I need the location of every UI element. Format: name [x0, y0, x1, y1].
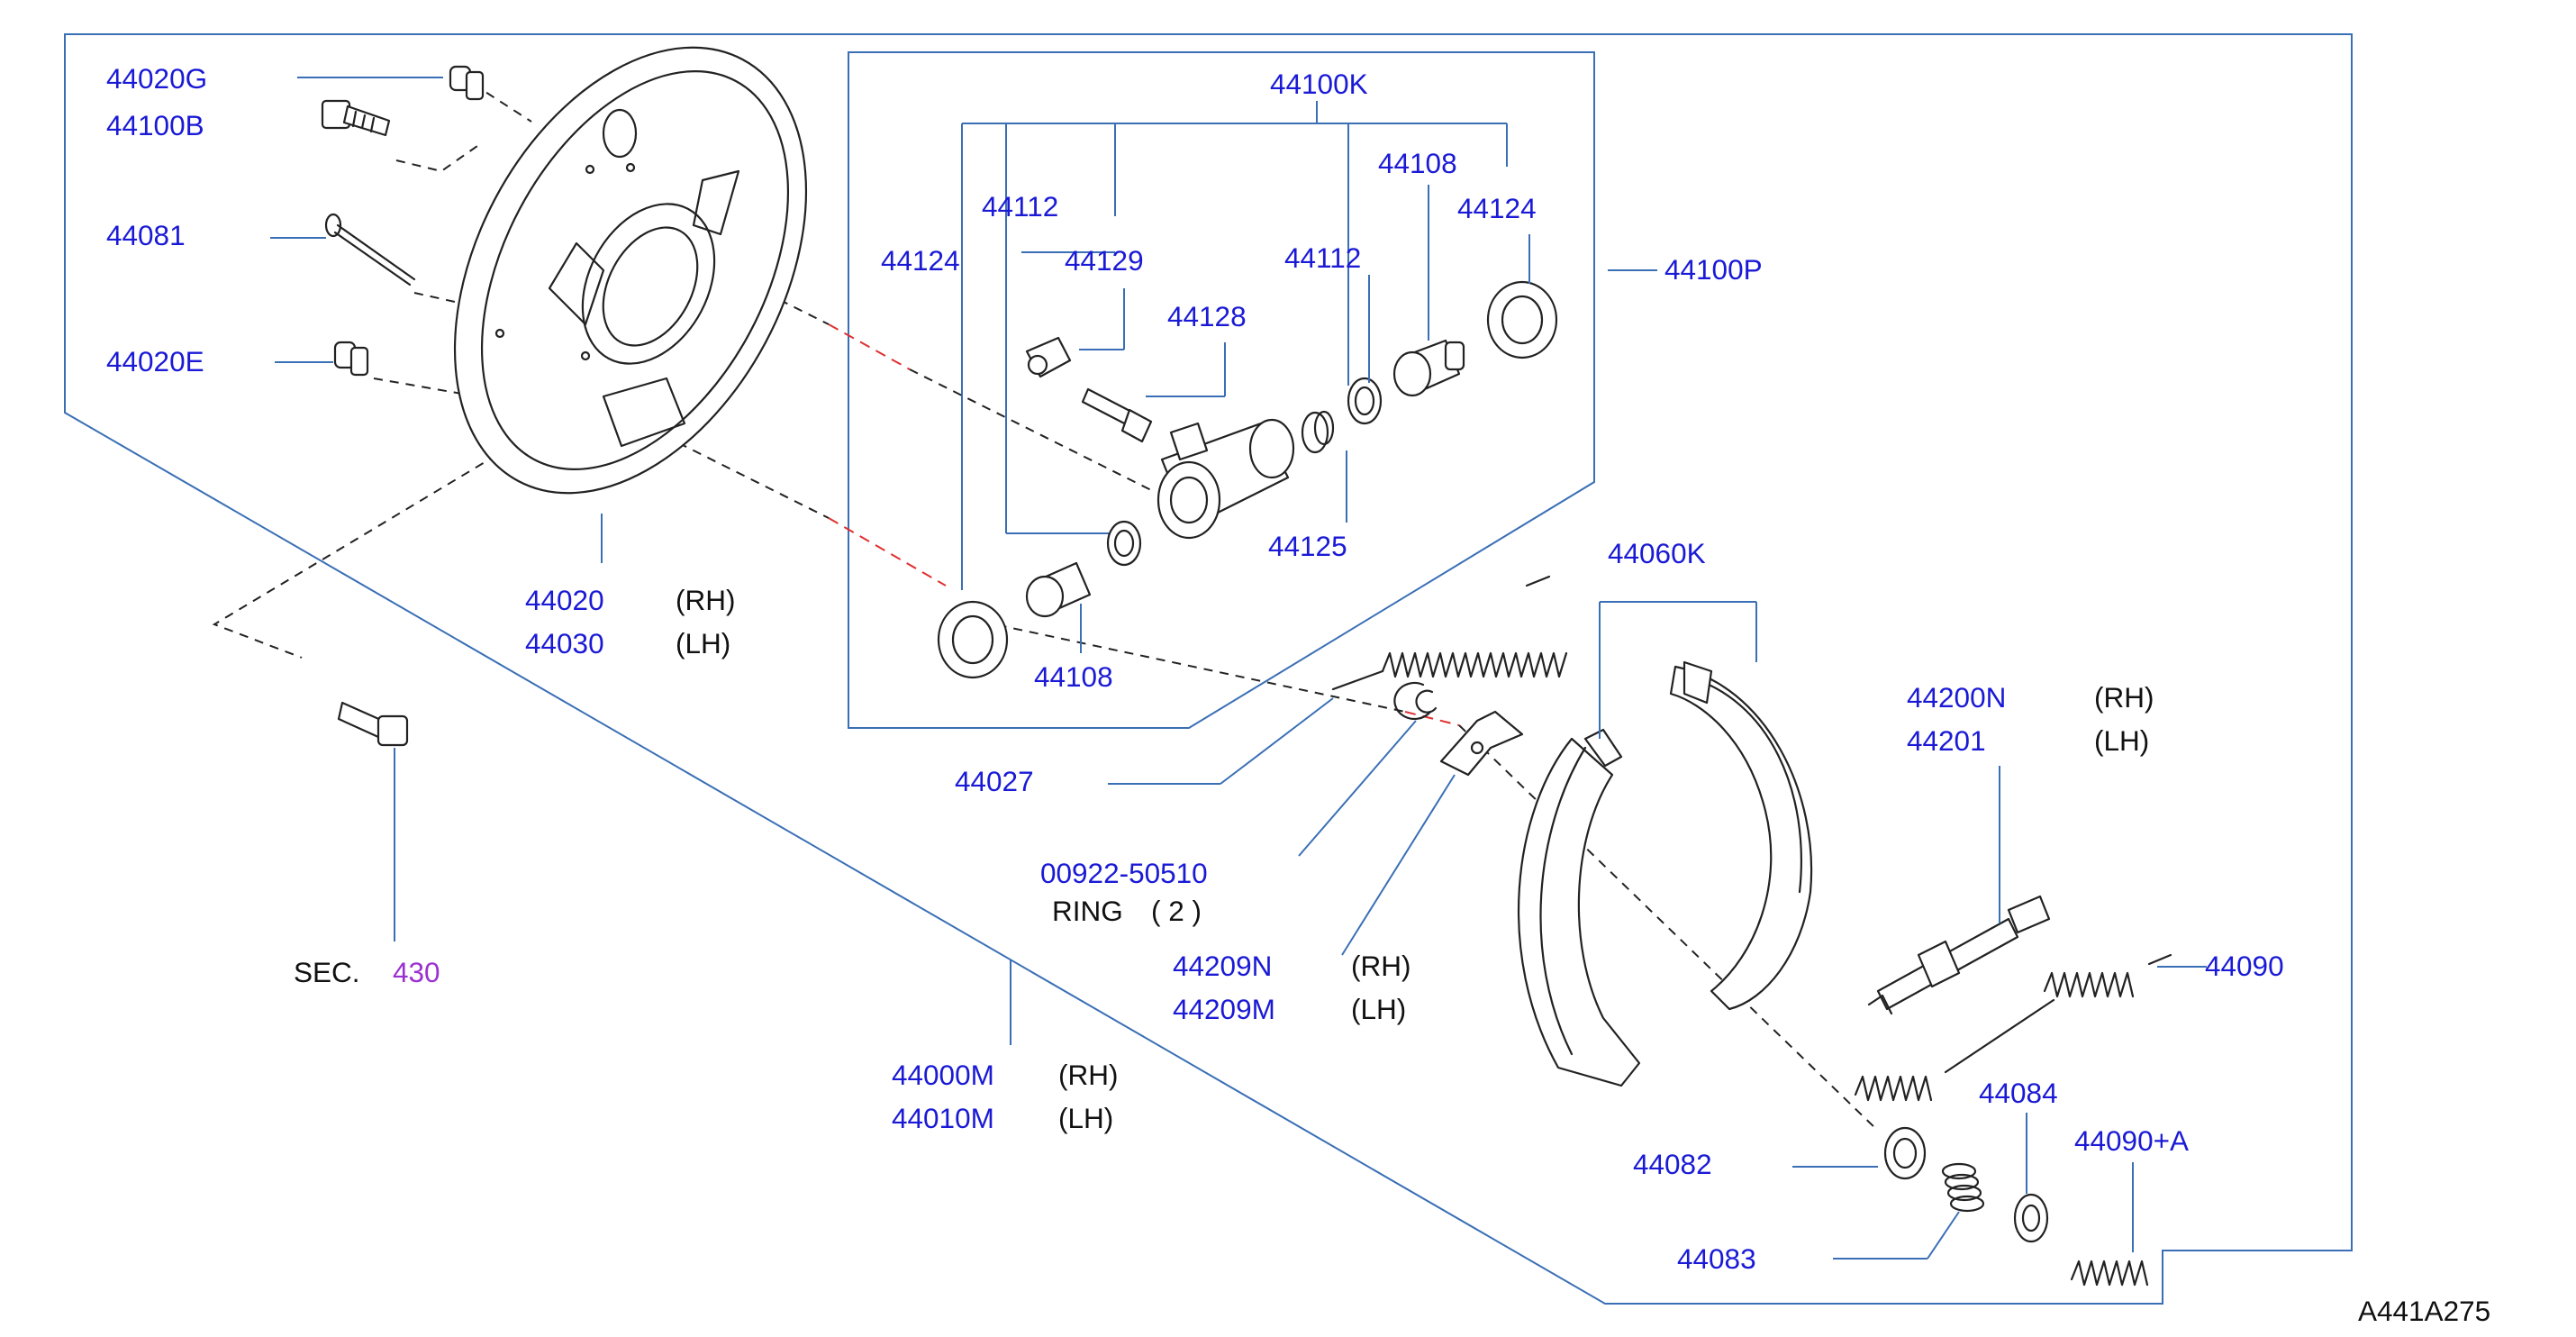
label-44124-right[interactable]: 44124 — [1457, 192, 1537, 224]
label-44100p[interactable]: 44100P — [1664, 253, 1763, 286]
label-44125[interactable]: 44125 — [1268, 530, 1347, 562]
label-44100b[interactable]: 44100B — [106, 109, 204, 141]
wheel-cylinder-drawing — [937, 280, 1558, 679]
backing-plate-drawing — [453, 46, 808, 495]
spring-44090a-drawing — [2070, 1260, 2149, 1287]
qualifier-rh: (RH) — [1351, 950, 1410, 982]
cap-44082-drawing — [1883, 1126, 1927, 1180]
wheel-cylinder-kit-box — [848, 51, 1595, 729]
link-sec-430[interactable]: 430 — [393, 956, 440, 988]
qualifier-lh: (LH) — [1351, 993, 1406, 1025]
kit-44100k-bracket — [961, 101, 1508, 590]
label-44128[interactable]: 44128 — [1167, 300, 1247, 332]
label-44000m[interactable]: 44000M — [892, 1059, 994, 1091]
label-44129[interactable]: 44129 — [1065, 244, 1144, 277]
label-44082[interactable]: 44082 — [1633, 1148, 1712, 1180]
assembly-boundary — [64, 33, 2353, 1305]
bolt-44100b-drawing — [321, 99, 391, 137]
qualifier-lh: (LH) — [676, 627, 730, 659]
qualifier-rh: (RH) — [2094, 681, 2154, 714]
adjuster-lever-44209-drawing — [1439, 710, 1524, 777]
label-44083[interactable]: 44083 — [1677, 1242, 1756, 1275]
label-44090[interactable]: 44090 — [2205, 950, 2284, 982]
qualifier-ring: RING — [1052, 895, 1123, 927]
qualifier-rh: (RH) — [1058, 1059, 1118, 1091]
label-44081[interactable]: 44081 — [106, 219, 186, 251]
qualifier-lh: (LH) — [1058, 1102, 1113, 1134]
label-44060k[interactable]: 44060K — [1608, 537, 1706, 569]
adjuster-44200n-drawing — [1867, 895, 2051, 1015]
brake-shoes-drawing — [1517, 660, 1813, 1087]
qualifier-rh: (RH) — [676, 584, 735, 616]
label-44124-left[interactable]: 44124 — [881, 244, 960, 277]
label-44112-left[interactable]: 44112 — [982, 190, 1058, 223]
cup-44084-drawing — [2013, 1193, 2049, 1243]
label-44030[interactable]: 44030 — [525, 627, 604, 659]
label-44209m[interactable]: 44209M — [1173, 993, 1275, 1025]
label-44020g[interactable]: 44020G — [106, 62, 207, 95]
pin-44081-drawing — [324, 213, 416, 286]
bolt-sec430-drawing — [337, 701, 409, 747]
spring-44090-drawing — [1854, 953, 2172, 1102]
qualifier-lh: (LH) — [2094, 724, 2149, 757]
label-44084[interactable]: 44084 — [1979, 1077, 2058, 1109]
ring-00922-drawing — [1393, 681, 1438, 721]
spring-44027-drawing — [1331, 575, 1568, 691]
label-44201[interactable]: 44201 — [1907, 724, 1986, 757]
label-44090a[interactable]: 44090+A — [2074, 1124, 2189, 1157]
label-44209n[interactable]: 44209N — [1173, 950, 1272, 982]
plug-44020g-drawing — [449, 65, 485, 101]
label-44200n[interactable]: 44200N — [1907, 681, 2006, 714]
diagram-code: A441A275 — [2358, 1295, 2490, 1327]
label-44010m[interactable]: 44010M — [892, 1102, 994, 1134]
label-44027[interactable]: 44027 — [955, 765, 1034, 797]
label-44108-left[interactable]: 44108 — [1034, 660, 1113, 693]
label-44020e[interactable]: 44020E — [106, 345, 204, 377]
spring-44083-drawing — [1941, 1162, 1985, 1213]
qualifier-ring-qty: ( 2 ) — [1151, 895, 1202, 927]
label-00922-50510[interactable]: 00922-50510 — [1040, 857, 1208, 889]
label-44100k[interactable]: 44100K — [1270, 68, 1368, 100]
label-44112-right[interactable]: 44112 — [1284, 241, 1361, 274]
label-sec-prefix: SEC. — [294, 956, 360, 988]
plug-44020e-drawing — [333, 341, 369, 377]
label-44108-right[interactable]: 44108 — [1378, 147, 1457, 179]
part-labels: 44020G 44100B 44081 44020E 44020 (RH) 44… — [106, 62, 2490, 1327]
leader-lines — [270, 77, 2207, 1260]
label-44020[interactable]: 44020 — [525, 584, 604, 616]
